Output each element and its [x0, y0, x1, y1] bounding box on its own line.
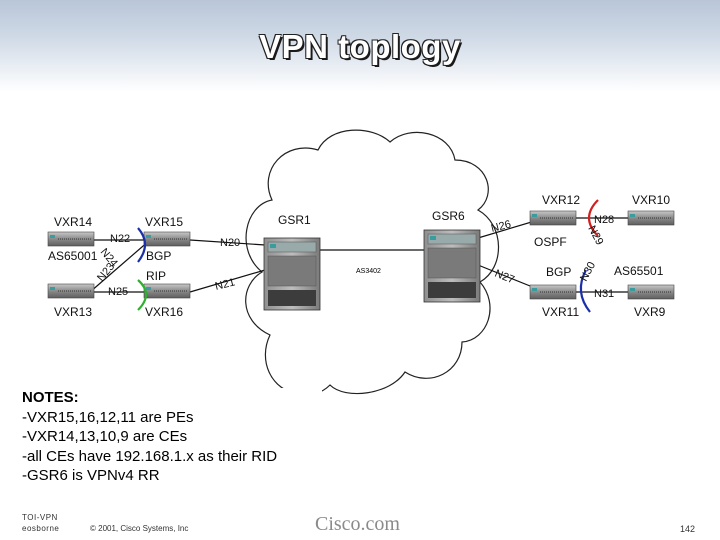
label-vxr15: VXR15: [145, 215, 183, 229]
title-bar: [0, 0, 720, 92]
label-vxr16: VXR16: [145, 305, 183, 319]
ospf-arc: [587, 199, 599, 237]
rip-arc: [137, 279, 148, 311]
notes-heading: NOTES:: [22, 389, 79, 406]
notes-line: -VXR15,16,12,11 are PEs: [22, 408, 194, 426]
notes-line: -GSR6 is VPNv4 RR: [22, 467, 160, 485]
router-gsr1[interactable]: [263, 237, 321, 311]
footer-course-info: TOI-VPN eosborne: [22, 512, 59, 534]
link-vxr15-gsr1: [189, 239, 266, 246]
label-rip: RIP: [146, 269, 166, 283]
router-vxr13[interactable]: [47, 283, 95, 299]
page-number: 142: [680, 524, 696, 534]
notes-line: -VXR14,13,10,9 are CEs: [22, 428, 188, 446]
label-vxr14: VXR14: [54, 215, 92, 229]
provider-cloud: [245, 129, 500, 396]
notes-box: NOTES: -VXR15,16,12,11 are PEs -VXR14,13…: [22, 388, 322, 486]
link-label-n31: N31: [594, 288, 614, 300]
router-vxr10[interactable]: [627, 210, 675, 226]
bgp-arc-left: [137, 227, 147, 263]
label-as-left: AS65001: [48, 249, 98, 263]
cisco-logo-text: Cisco.com: [315, 513, 400, 535]
router-vxr11[interactable]: [529, 284, 577, 300]
label-vxr9: VXR9: [634, 305, 666, 319]
footer-author: eosborne: [22, 524, 60, 533]
router-vxr12[interactable]: [529, 210, 577, 226]
router-vxr16[interactable]: [143, 283, 191, 299]
slide-title: VPN toplogy: [259, 28, 461, 65]
link-label-n28: N28: [594, 214, 614, 226]
label-vxr13: VXR13: [54, 305, 92, 319]
link-label-n22: N22: [110, 233, 130, 245]
label-vxr11: VXR11: [542, 305, 579, 319]
router-vxr15[interactable]: [143, 231, 191, 247]
link-label-n27: N27: [493, 268, 516, 287]
router-gsr6[interactable]: [423, 229, 481, 303]
notes-line: -all CEs have 192.168.1.x as their RID: [22, 447, 278, 465]
label-vxr10: VXR10: [632, 193, 670, 207]
router-vxr9[interactable]: [627, 284, 675, 300]
label-vxr12: VXR12: [542, 193, 580, 207]
label-ospf: OSPF: [534, 235, 567, 249]
link-vxr15-vxr13: [89, 239, 151, 293]
footer-course: TOI-VPN: [22, 513, 58, 522]
link-label-n20: N20: [220, 237, 240, 249]
link-label-n26: N26: [490, 218, 512, 235]
router-vxr14[interactable]: [47, 231, 95, 247]
label-gsr1: GSR1: [278, 213, 311, 227]
label-as-right: AS65501: [614, 264, 664, 278]
label-gsr6: GSR6: [432, 209, 465, 223]
label-bgp-left: BGP: [146, 249, 171, 263]
link-label-n21: N21: [214, 276, 236, 293]
link-vxr16-gsr1: [189, 269, 266, 293]
footer-copyright: © 2001, Cisco Systems, Inc: [90, 524, 189, 533]
link-label-n29: N29: [585, 224, 605, 247]
link-label-n30: N30: [578, 260, 598, 283]
link-label-n25: N25: [108, 286, 128, 298]
label-bgp-right: BGP: [546, 265, 571, 279]
cloud-as-label: AS3402: [356, 268, 381, 275]
bgp-arc-right: [579, 269, 591, 313]
